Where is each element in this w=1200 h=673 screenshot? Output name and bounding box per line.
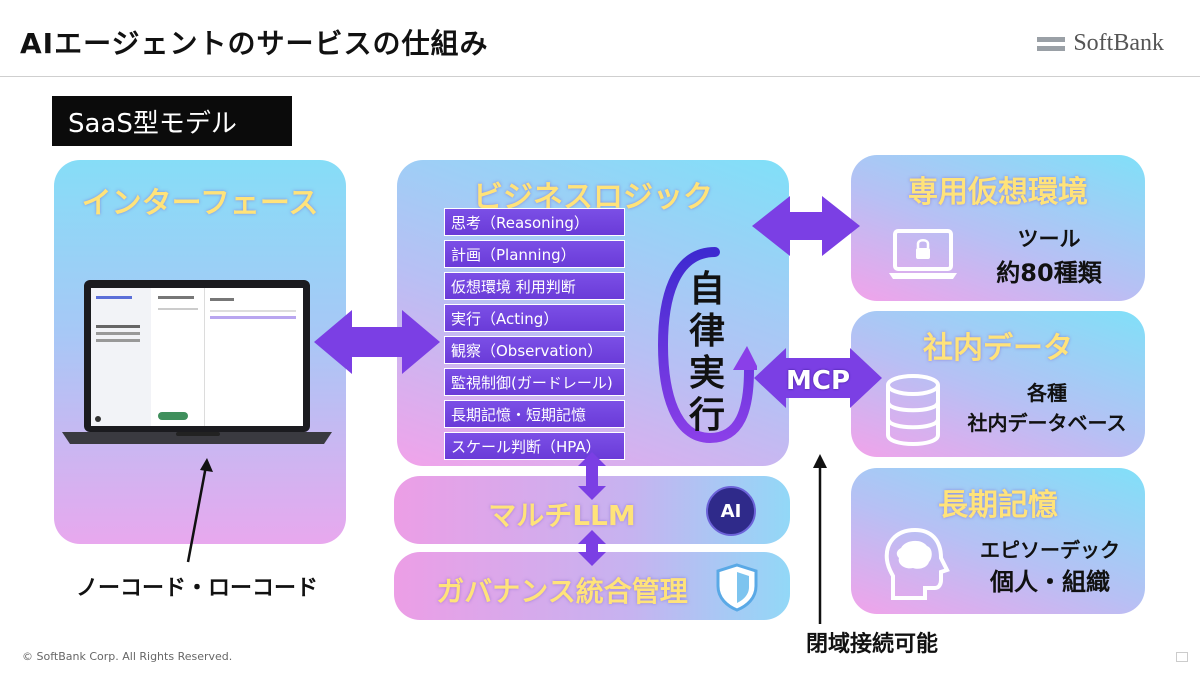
logic-item: 長期記憶・短期記憶 — [444, 400, 625, 428]
interface-panel: インターフェース — [54, 160, 346, 544]
governance-title: ガバナンス統合管理 — [436, 575, 688, 608]
brand-bars-icon — [1037, 36, 1066, 51]
virtual-env-line1: ツール — [1017, 227, 1081, 251]
virtual-env-line2: 約80種類 — [996, 259, 1102, 287]
copyright: © SoftBank Corp. All Rights Reserved. — [22, 650, 233, 663]
ai-badge-icon: AI — [706, 486, 756, 536]
logic-item: 監視制御(ガードレール) — [444, 368, 625, 396]
logic-item: 観察（Observation） — [444, 336, 625, 364]
closed-network-caption: 閉域接続可能 — [806, 632, 939, 657]
autonomous-char: 律 — [688, 311, 725, 352]
business-logic-panel: ビジネスロジック 思考（Reasoning） 計画（Planning） 仮想環境… — [397, 160, 789, 466]
virtual-env-title: 専用仮想環境 — [908, 175, 1088, 210]
slide-title: AIエージェントのサービスの仕組み — [20, 27, 489, 60]
brain-head-icon — [884, 527, 950, 600]
closed-network-head — [813, 454, 827, 468]
internal-data-line1: 各種 — [1027, 381, 1067, 405]
model-tag: SaaS型モデル — [52, 96, 292, 146]
autonomous-char: 自 — [688, 269, 725, 310]
long-term-memory-line1: エピソーデック — [980, 538, 1120, 562]
internal-data-line2: 社内データベース — [967, 411, 1127, 435]
autonomous-cycle-icon — [657, 247, 757, 444]
logic-venv-arrow — [752, 196, 860, 256]
laptop-lock-icon — [889, 229, 957, 279]
logic-item: 仮想環境 利用判断 — [444, 272, 625, 300]
long-term-memory-title: 長期記憶 — [938, 488, 1058, 523]
autonomous-char: 実 — [688, 353, 725, 394]
llm-governance-arrow — [578, 530, 606, 566]
logic-item: 計画（Planning） — [444, 240, 625, 268]
autonomous-char: 行 — [688, 395, 725, 436]
interface-caption: ノーコード・ローコード — [76, 576, 319, 601]
database-icon — [886, 374, 940, 446]
governance-panel: ガバナンス統合管理 — [394, 552, 790, 620]
internal-data-panel: 社内データ 各種 社内データベース — [851, 311, 1145, 457]
long-term-memory-line2: 個人・組織 — [990, 568, 1110, 596]
long-term-memory-panel: 長期記憶 エピソーデック 個人・組織 — [851, 468, 1145, 614]
logic-item: 実行（Acting） — [444, 304, 625, 332]
shield-icon — [716, 563, 758, 612]
laptop-icon — [62, 280, 332, 444]
multi-llm-title: マルチLLM — [488, 499, 636, 532]
interface-logic-arrow — [314, 310, 440, 374]
brand-name: SoftBank — [1073, 30, 1164, 56]
brand-logo: SoftBank — [1037, 30, 1164, 57]
virtual-env-panel: 専用仮想環境 ツール 約80種類 — [851, 155, 1145, 301]
title-divider — [0, 76, 1200, 77]
page-marker — [1176, 652, 1188, 662]
logic-item: 思考（Reasoning） — [444, 208, 625, 236]
caption-pointer-head — [200, 458, 213, 472]
internal-data-title: 社内データ — [923, 331, 1073, 366]
mcp-label: MCP — [786, 366, 851, 396]
caption-pointer-line — [186, 465, 208, 563]
mcp-arrow — [754, 348, 882, 408]
logic-llm-arrow — [578, 452, 606, 500]
interface-title: インターフェース — [81, 186, 319, 221]
